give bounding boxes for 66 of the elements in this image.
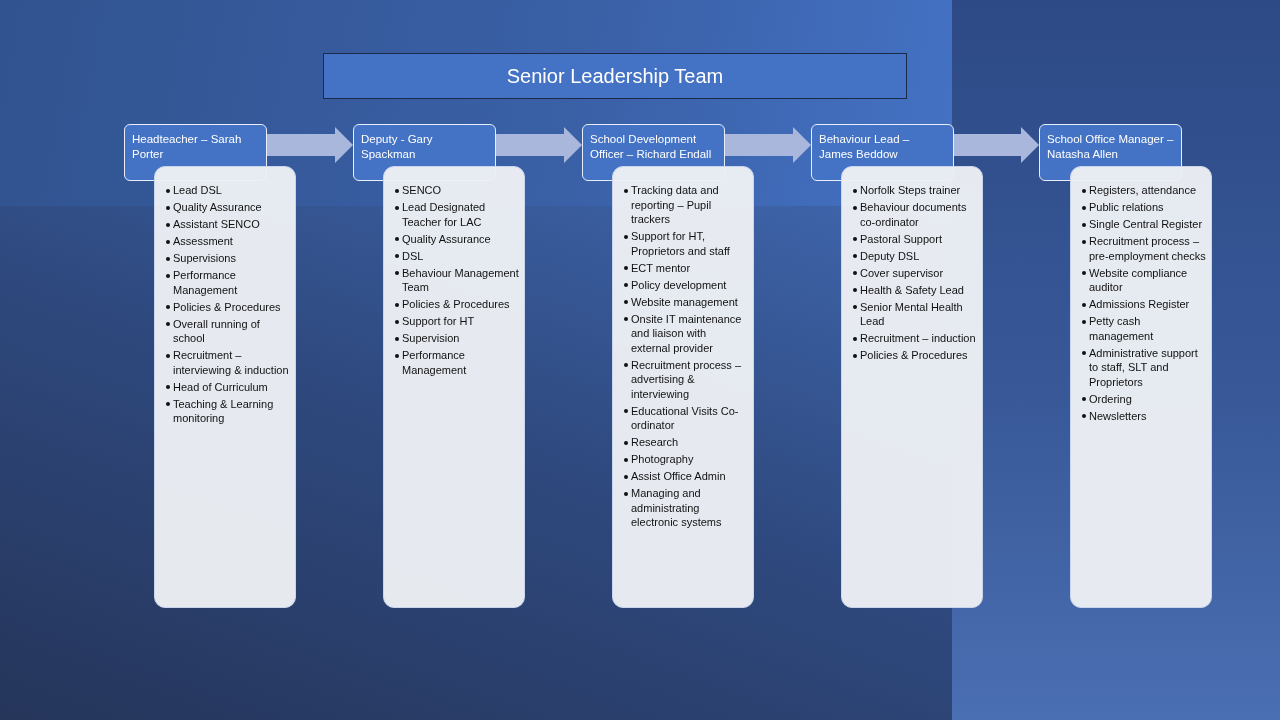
- duty-item: Public relations: [1082, 200, 1206, 215]
- duty-item: Recruitment – interviewing & induction: [166, 348, 290, 377]
- duty-item: Recruitment process – advertising & interviewing: [624, 357, 748, 401]
- duty-item: Quality Assurance: [395, 231, 519, 246]
- duty-item: SENCO: [395, 183, 519, 198]
- duty-item: Assist Office Admin: [624, 469, 748, 484]
- block-arrow: [267, 127, 353, 163]
- duty-item: Administrative support to staff, SLT and Proprietors: [1082, 345, 1206, 389]
- duty-item: Cover supervisor: [853, 265, 977, 280]
- duty-item: Single Central Register: [1082, 217, 1206, 232]
- duty-item: Deputy DSL: [853, 248, 977, 263]
- duty-item: Performance Management: [166, 268, 290, 297]
- duty-item: Recruitment – induction: [853, 331, 977, 346]
- duty-item: Behaviour documents co-ordinator: [853, 200, 977, 229]
- duty-item: Senior Mental Health Lead: [853, 299, 977, 329]
- duty-item: Website compliance auditor: [1082, 265, 1206, 295]
- duty-item: Quality Assurance: [166, 200, 290, 215]
- duty-item: Performance Management: [395, 348, 519, 377]
- duty-item: Policy development: [624, 277, 748, 292]
- duty-item: Behaviour Management Team: [395, 265, 519, 295]
- duty-item: ECT mentor: [624, 260, 748, 275]
- duty-item: Admissions Register: [1082, 297, 1206, 312]
- duty-item: Assistant SENCO: [166, 217, 290, 232]
- duty-item: Norfolk Steps trainer: [853, 183, 977, 198]
- duty-item: Registers, attendance: [1082, 183, 1206, 198]
- duty-item: Tracking data and reporting – Pupil trackers: [624, 183, 748, 227]
- block-arrow: [954, 127, 1039, 163]
- duty-item: Policies & Procedures: [395, 297, 519, 312]
- duty-item: Research: [624, 435, 748, 450]
- duty-item: Onsite IT maintenance and liaison with external provider: [624, 311, 748, 355]
- title-banner: Senior Leadership Team: [323, 53, 907, 99]
- duty-item: Policies & Procedures: [853, 348, 977, 363]
- role-title: Headteacher – Sarah Porter: [132, 132, 243, 162]
- role-title: School Office Manager – Natasha Allen: [1047, 132, 1174, 162]
- duty-item: DSL: [395, 248, 519, 263]
- duty-item: Managing and administrating electronic systems: [624, 486, 748, 530]
- duties-panel: [1070, 166, 1212, 608]
- duty-item: Website management: [624, 294, 748, 309]
- duty-item: Policies & Procedures: [166, 299, 290, 314]
- duty-item: Supervisions: [166, 251, 290, 266]
- duty-item: Pastoral Support: [853, 231, 977, 246]
- role-title: Deputy - Gary Spackman: [361, 132, 434, 162]
- duty-item: Lead DSL: [166, 183, 290, 198]
- duties-panel: [841, 166, 983, 608]
- duty-item: Ordering: [1082, 391, 1206, 406]
- duty-item: Supervision: [395, 331, 519, 346]
- duty-item: Petty cash management: [1082, 314, 1206, 343]
- block-arrow: [725, 127, 811, 163]
- duty-item: Lead Designated Teacher for LAC: [395, 200, 519, 229]
- duty-item: Newsletters: [1082, 408, 1206, 423]
- duties-panel: [154, 166, 296, 608]
- duty-item: Assessment: [166, 234, 290, 249]
- duty-item: Educational Visits Co-ordinator: [624, 403, 748, 433]
- duty-item: Teaching & Learning monitoring: [166, 396, 290, 426]
- duty-item: Health & Safety Lead: [853, 282, 977, 297]
- duty-item: Support for HT, Proprietors and staff: [624, 229, 748, 258]
- duties-panel: [612, 166, 754, 608]
- duty-item: Head of Curriculum: [166, 379, 290, 394]
- role-title: School Development Officer – Richard Endall: [590, 132, 713, 162]
- duty-item: Photography: [624, 452, 748, 467]
- duty-item: Overall running of school: [166, 316, 290, 346]
- duties-panel: [383, 166, 525, 608]
- block-arrow: [496, 127, 582, 163]
- role-title: Behaviour Lead – James Beddow: [819, 132, 911, 162]
- duty-item: Support for HT: [395, 314, 519, 329]
- duty-item: Recruitment process – pre-employment checks: [1082, 234, 1206, 263]
